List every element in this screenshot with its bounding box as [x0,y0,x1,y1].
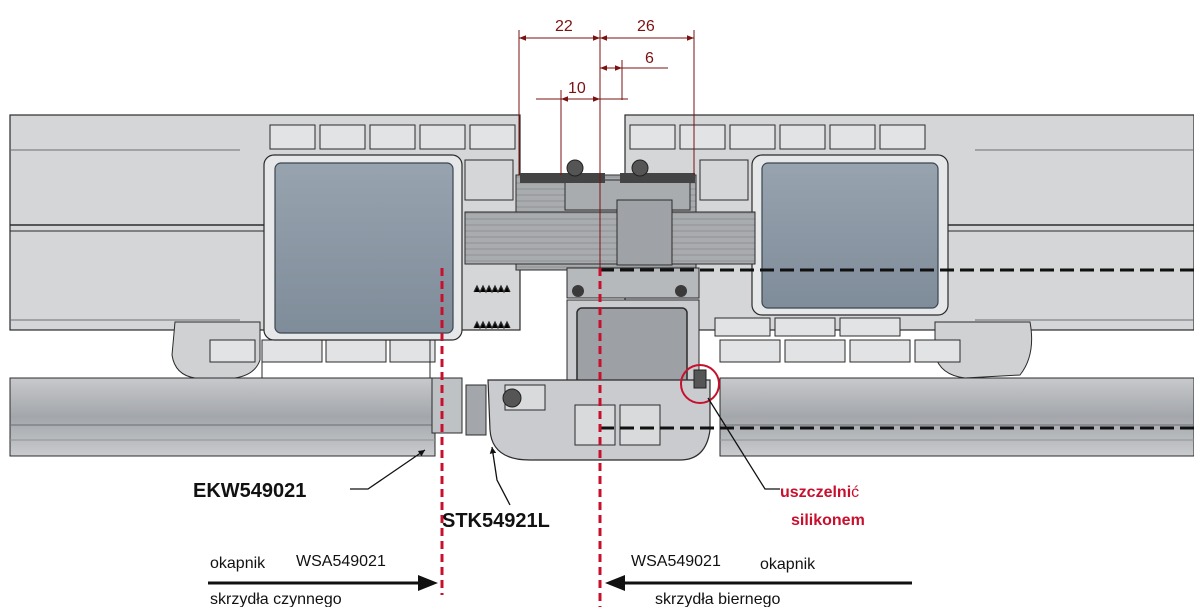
left-arrow-bottom: skrzydła czynnego [210,591,342,607]
stk-label: STK54921L [442,510,550,532]
dim-10-label: 10 [568,80,586,97]
seal-note-line1: uszczelnić [780,484,859,501]
dimension-arrows [519,35,694,102]
seal-highlight-circle [680,364,720,404]
left-arrow-okapnik: okapnik [210,555,266,572]
dimension-reference-lines [518,30,695,268]
leader-lines [350,397,780,506]
dim-22-label: 22 [555,18,573,35]
sill-strip [9,377,1194,457]
right-arrow-bottom: skrzydła biernego [655,591,781,607]
ekw-label: EKW549021 [193,480,306,502]
right-arrow-okapnik: okapnik [760,556,816,573]
right-arrow-code: WSA549021 [631,553,721,570]
seal-note-bold: uszczelni [780,484,851,501]
seal-note-rest: ć [851,484,859,501]
left-glass-pane [263,154,463,341]
axis-lines [440,268,602,607]
seal-note-line2: silikonem [791,512,865,529]
right-drip-arrow [605,575,912,591]
central-post [431,159,756,461]
left-drip-arrow [208,575,438,591]
left-arrow-code: WSA549021 [296,553,386,570]
right-glass-pane [751,154,949,316]
dim-6-label: 6 [645,50,654,67]
dim-26-label: 26 [637,18,655,35]
